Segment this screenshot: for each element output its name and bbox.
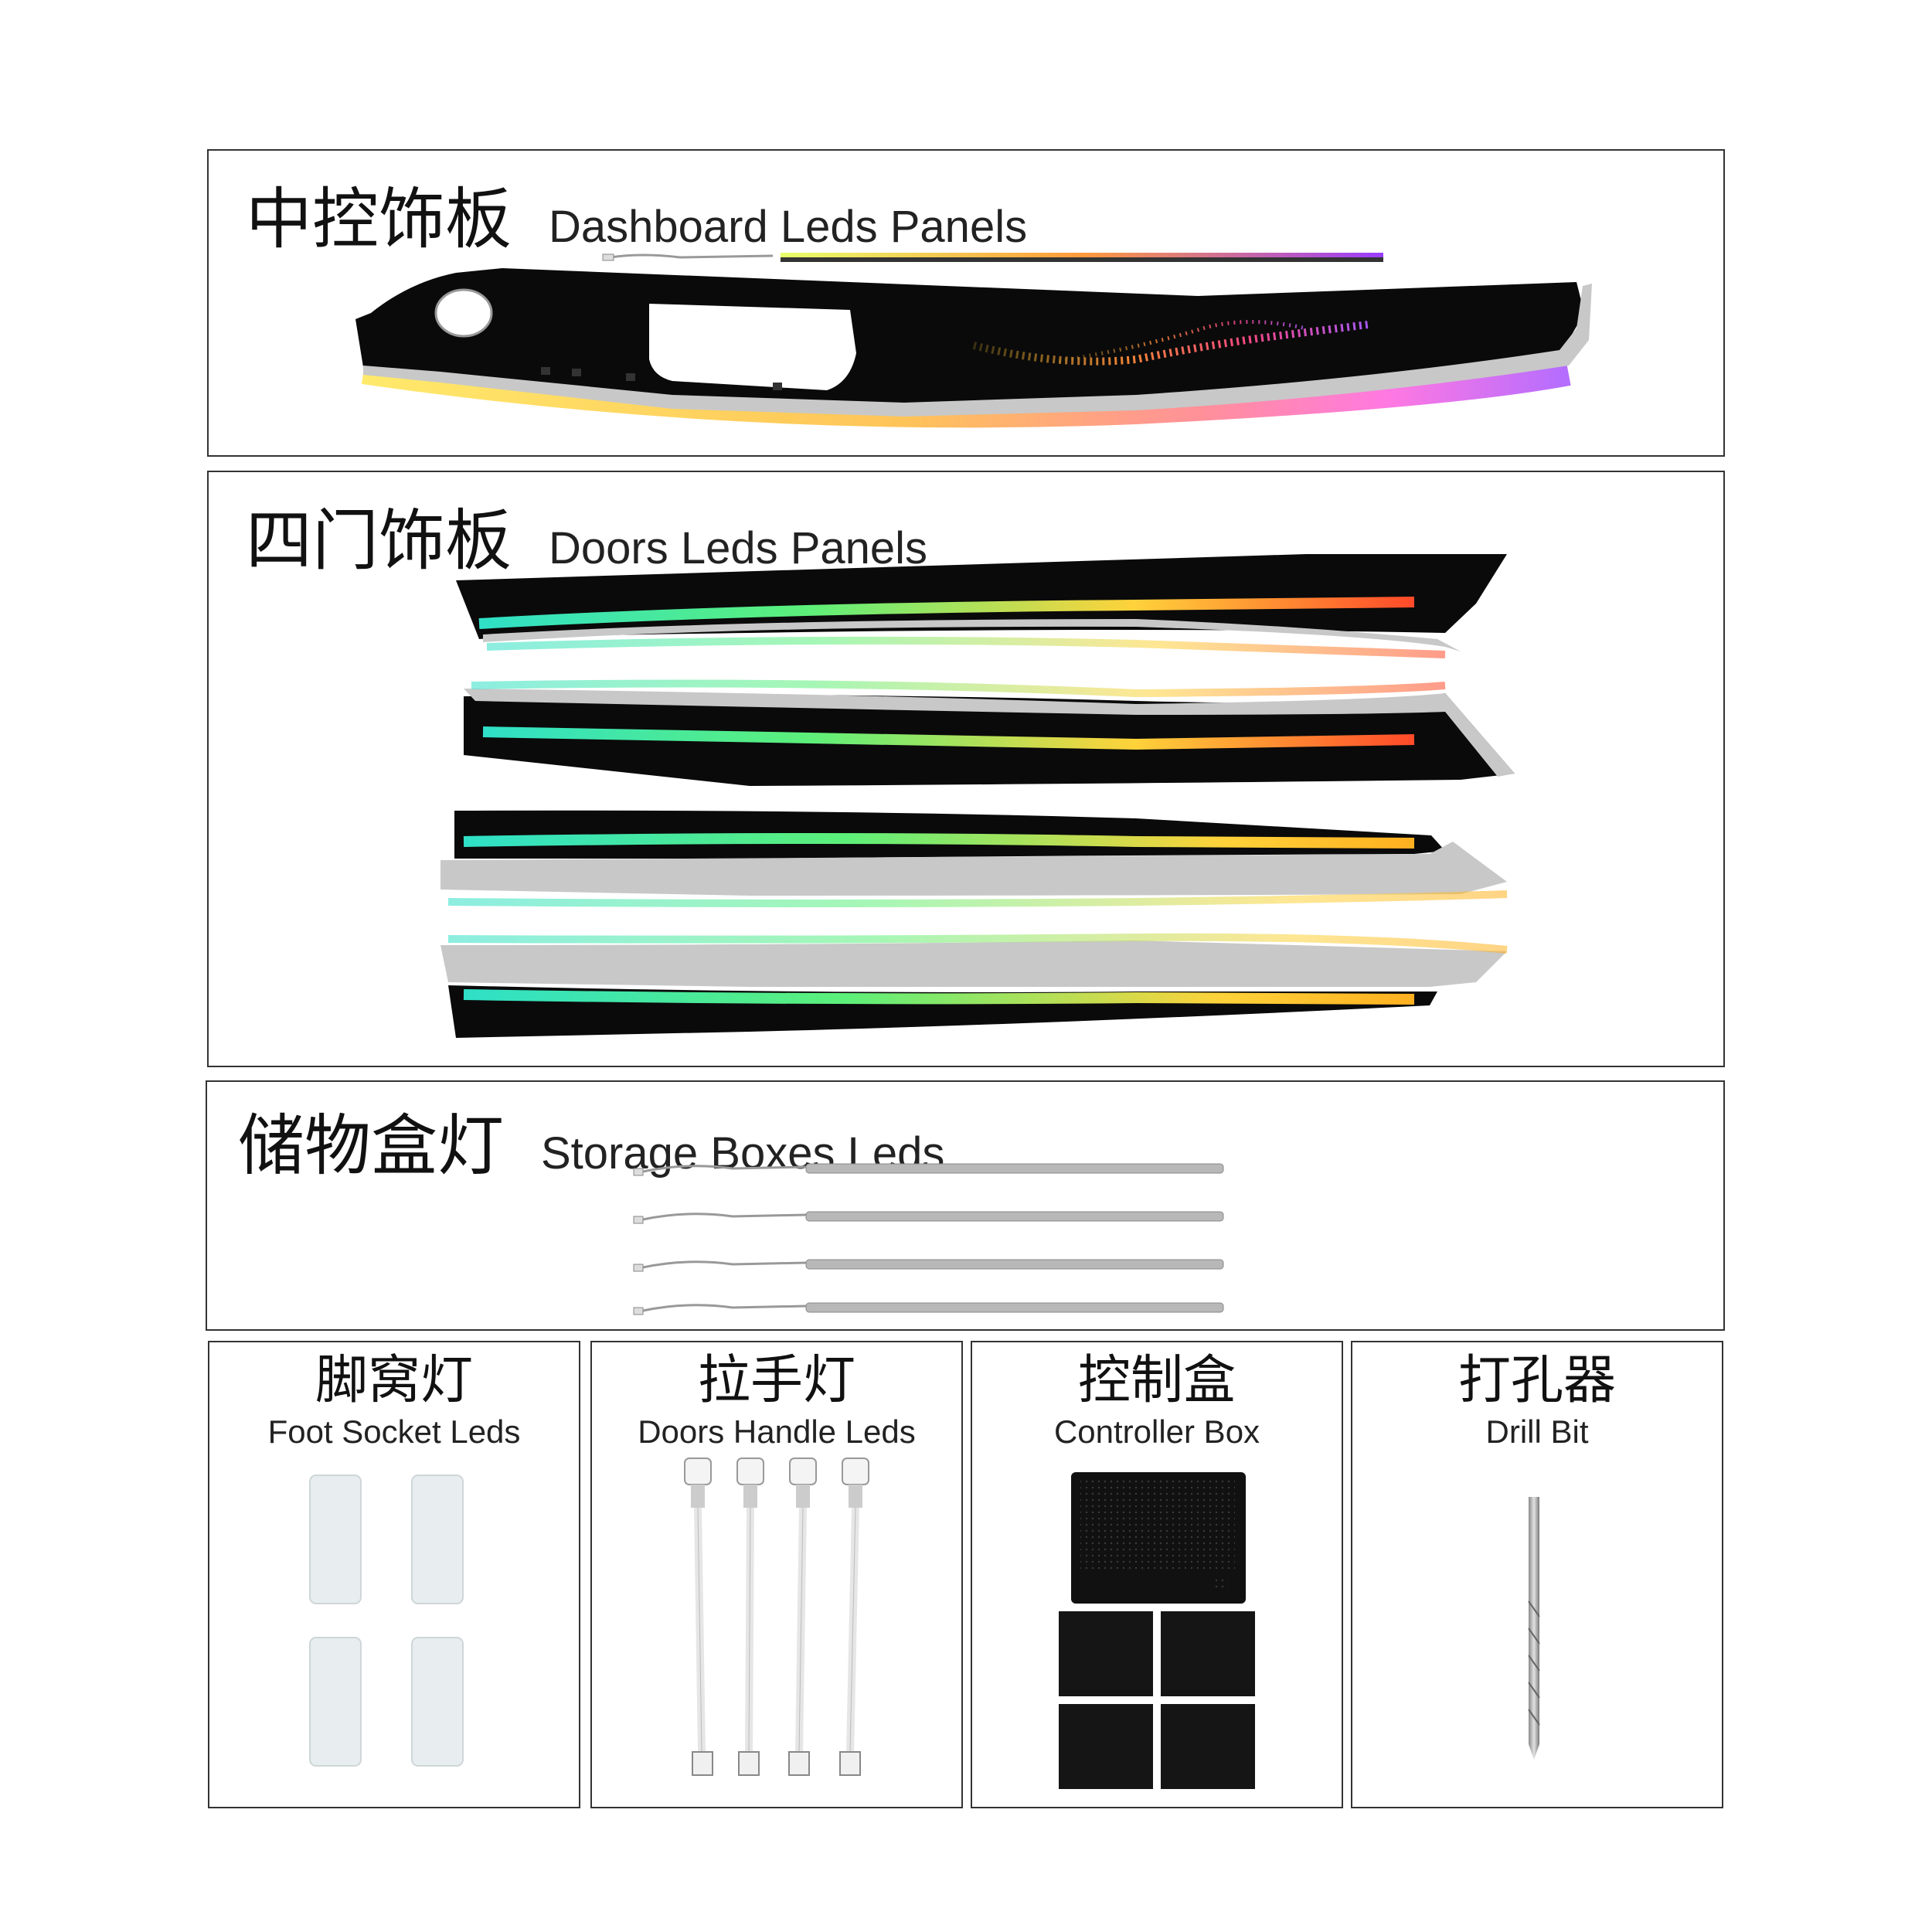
- doors-title-zh: 四门饰板: [246, 502, 512, 580]
- storage-section: 储物盒灯 Storage Boxes Leds: [206, 1080, 1725, 1331]
- door-panel-3: [440, 810, 1508, 907]
- controller-title-en: Controller Box: [1053, 1413, 1260, 1450]
- dashboard-title: 中控饰板 Dashboard Leds Panels: [246, 165, 1027, 261]
- drill-bit-box: 打孔器 Drill Bit: [1351, 1341, 1723, 1808]
- drill-bit-title-en: Drill Bit: [1485, 1413, 1589, 1450]
- handle-led-2: [736, 1458, 764, 1776]
- handle-led-1: [684, 1458, 713, 1776]
- dashboard-section: 中控饰板 Dashboard Leds Panels: [207, 149, 1725, 457]
- module-box-2: [1161, 1611, 1255, 1696]
- dashboard-title-zh: 中控饰板: [246, 181, 512, 258]
- module-box-1: [1059, 1611, 1153, 1696]
- controller-title: 控制盒 Controller Box: [972, 1353, 1342, 1451]
- door-handle-title: 拉手灯 Doors Handle Leds: [592, 1353, 961, 1451]
- door-panel-4: [440, 933, 1508, 1038]
- main-controller-box: [1071, 1472, 1246, 1604]
- storage-title: 储物盒灯 Storage Boxes Leds: [238, 1091, 944, 1188]
- handle-led-4: [839, 1458, 869, 1776]
- storage-led-4: [633, 1302, 1224, 1315]
- storage-led-3: [633, 1259, 1224, 1272]
- drill-bit-title: 打孔器 Drill Bit: [1352, 1353, 1722, 1451]
- door-panel-2: [464, 679, 1515, 786]
- doors-panels-image: [440, 554, 1515, 1038]
- foot-socket-image: [309, 1475, 464, 1767]
- module-box-4: [1161, 1704, 1255, 1789]
- door-panel-1: [456, 554, 1507, 658]
- controller-title-zh: 控制盒: [1077, 1350, 1236, 1411]
- foot-socket-title-zh: 脚窝灯: [315, 1350, 473, 1411]
- doors-title-en: Doors Leds Panels: [549, 523, 928, 573]
- drill-bit-image: [1528, 1497, 1540, 1760]
- storage-led-2: [633, 1211, 1224, 1224]
- dashboard-panel-image: [355, 253, 1592, 428]
- controller-image: [1059, 1472, 1255, 1789]
- controller-box: 控制盒 Controller Box: [971, 1341, 1343, 1808]
- door-handle-title-zh: 拉手灯: [697, 1350, 855, 1411]
- doors-section: 四门饰板 Doors Leds Panels: [207, 471, 1725, 1067]
- door-handle-title-en: Doors Handle Leds: [638, 1413, 916, 1450]
- module-box-3: [1059, 1704, 1153, 1789]
- door-handle-box: 拉手灯 Doors Handle Leds: [590, 1341, 963, 1808]
- storage-led-1: [633, 1163, 1224, 1176]
- foot-socket-title-en: Foot Socket Leds: [267, 1413, 521, 1450]
- foot-socket-title: 脚窝灯 Foot Socket Leds: [209, 1353, 579, 1451]
- handle-led-3: [788, 1458, 817, 1776]
- doors-title: 四门饰板 Doors Leds Panels: [246, 486, 927, 583]
- storage-title-zh: 储物盒灯: [238, 1107, 504, 1185]
- dashboard-title-en: Dashboard Leds Panels: [549, 202, 1028, 252]
- door-handle-image: [684, 1458, 869, 1776]
- storage-leds-image: [633, 1163, 1224, 1315]
- drill-bit-title-zh: 打孔器: [1458, 1350, 1616, 1411]
- foot-socket-box: 脚窝灯 Foot Socket Leds: [208, 1341, 580, 1808]
